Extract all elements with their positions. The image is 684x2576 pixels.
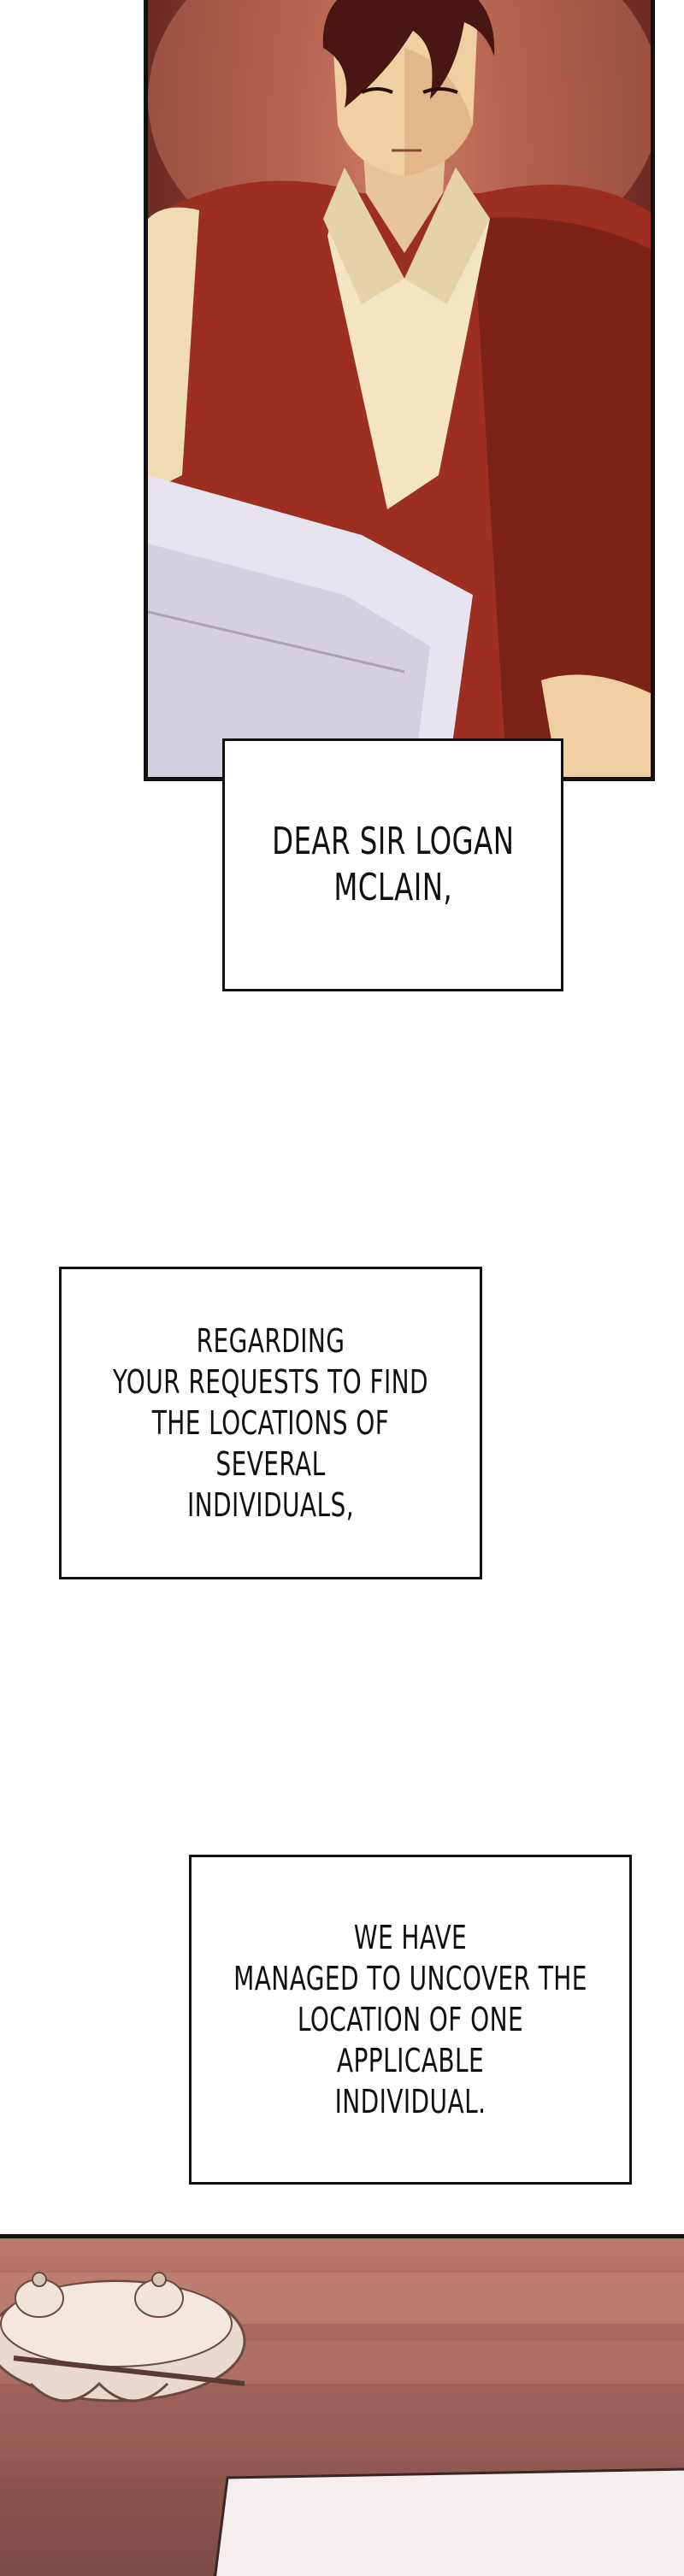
quill [13, 2355, 245, 2386]
inkwell [0, 2272, 246, 2403]
caption-text-regarding: REGARDING YOUR REQUESTS TO FIND THE LOCA… [112, 1322, 429, 1524]
caption-box-uncovered: WE HAVE MANAGED TO UNCOVER THE LOCATION … [189, 1855, 632, 2185]
collar-left [323, 168, 404, 304]
paper-sheet [214, 2467, 684, 2576]
hair [322, 0, 495, 108]
desk-plank [0, 2409, 684, 2461]
character-illustration [148, 0, 651, 777]
right-eye [422, 87, 458, 94]
caption-box-regarding: REGARDING YOUR REQUESTS TO FIND THE LOCA… [59, 1267, 482, 1579]
collar-right [404, 168, 490, 304]
hand [541, 674, 651, 777]
caption-text-uncovered: WE HAVE MANAGED TO UNCOVER THE LOCATION … [233, 1919, 587, 2120]
letter-fold [148, 610, 405, 673]
letter-paper-back [148, 544, 430, 777]
vest-shadow [473, 217, 651, 777]
desk-illustration [0, 2272, 684, 2576]
caption-text-greeting: DEAR SIR LOGAN MCLAIN, [271, 820, 515, 909]
desk-panel [0, 2234, 684, 2576]
caption-box-greeting: DEAR SIR LOGAN MCLAIN, [222, 738, 563, 991]
character-panel [144, 0, 655, 781]
sleeve-left [148, 207, 199, 492]
left-eye [361, 87, 393, 94]
